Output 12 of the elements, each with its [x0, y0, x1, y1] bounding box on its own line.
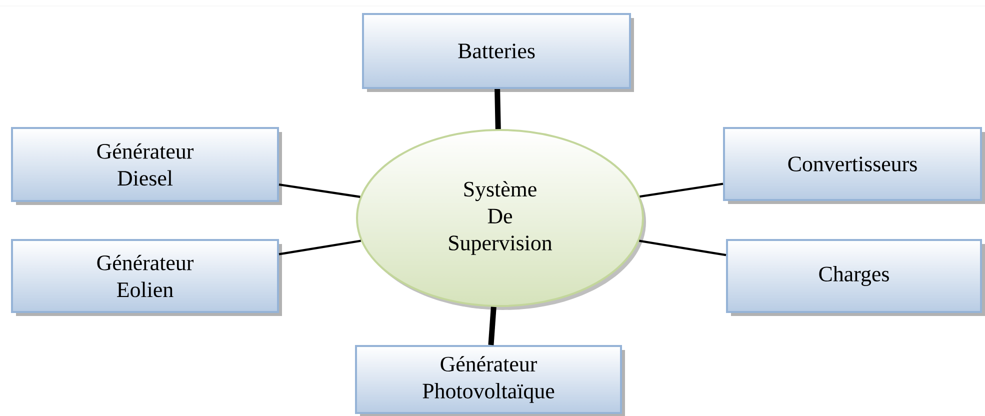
text-box: Batteries — [362, 13, 634, 92]
connector-line — [278, 240, 361, 256]
text-box: Charges — [726, 239, 985, 316]
connector-line — [639, 240, 726, 256]
text-box: Générateur Photovoltaïque — [355, 345, 625, 416]
connector-line — [640, 182, 724, 198]
connector-line — [494, 88, 501, 130]
text-box: Convertisseurs — [723, 127, 985, 204]
text-box: Générateur Diesel — [11, 127, 282, 205]
connector-line — [488, 306, 496, 346]
text-box: Générateur Eolien — [11, 239, 282, 316]
connector-line — [278, 184, 360, 198]
